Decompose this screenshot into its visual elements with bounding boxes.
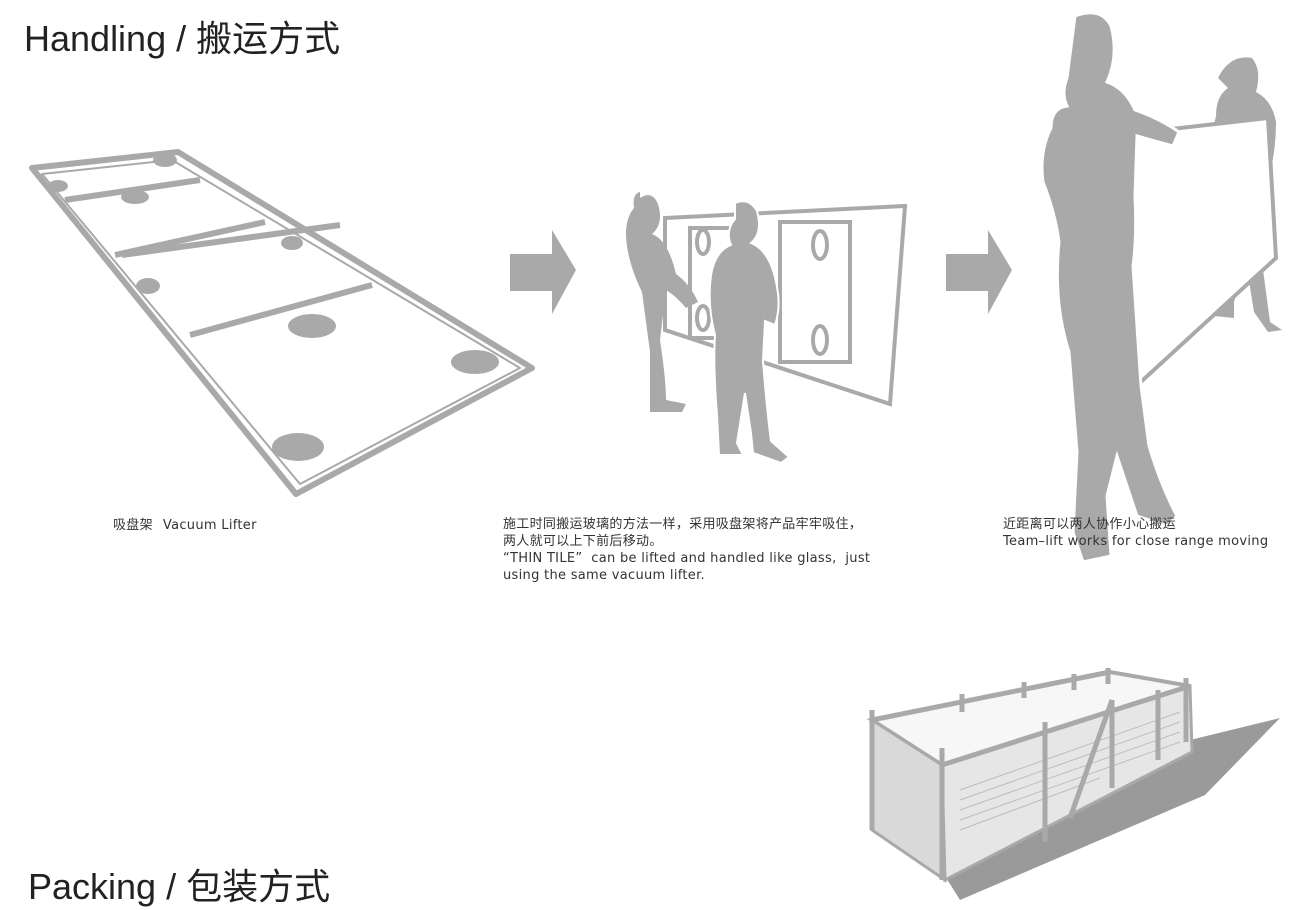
- arrow-right-icon: [510, 230, 576, 314]
- team-caption-en: Team–lift works for close range moving: [1003, 534, 1269, 549]
- packing-title: Packing / 包装方式: [28, 866, 331, 907]
- team-lift-illustration: [1040, 11, 1282, 564]
- glass-caption-en-line2: using the same vacuum lifter.: [503, 568, 705, 583]
- arrow-right-icon: [946, 230, 1012, 314]
- two-workers-carrying-panel-illustration: [626, 192, 908, 465]
- glass-caption-en-line1: “THIN TILE” can be lifted and handled li…: [503, 551, 871, 566]
- team-lift-caption: 近距离可以两人协作小心搬运 Team–lift works for close …: [1003, 516, 1268, 550]
- vacuum-lifter-caption-en: Vacuum Lifter: [162, 518, 257, 533]
- team-caption-cn: 近距离可以两人协作小心搬运: [1003, 517, 1176, 532]
- packing-crate-illustration: [866, 668, 1280, 900]
- glass-handling-caption: 施工时同搬运玻璃的方法一样，采用吸盘架将产品牢牢吸住， 两人就可以上下前后移动。…: [503, 516, 870, 584]
- handling-title: Handling / 搬运方式: [24, 18, 341, 59]
- glass-caption-cn-line1: 施工时同搬运玻璃的方法一样，采用吸盘架将产品牢牢吸住，: [503, 517, 863, 532]
- vacuum-lifter-caption: 吸盘架 Vacuum Lifter: [113, 517, 257, 534]
- vacuum-lifter-caption-cn: 吸盘架: [113, 518, 153, 533]
- vacuum-lifter-illustration: [29, 149, 535, 497]
- glass-caption-cn-line2: 两人就可以上下前后移动。: [503, 534, 663, 549]
